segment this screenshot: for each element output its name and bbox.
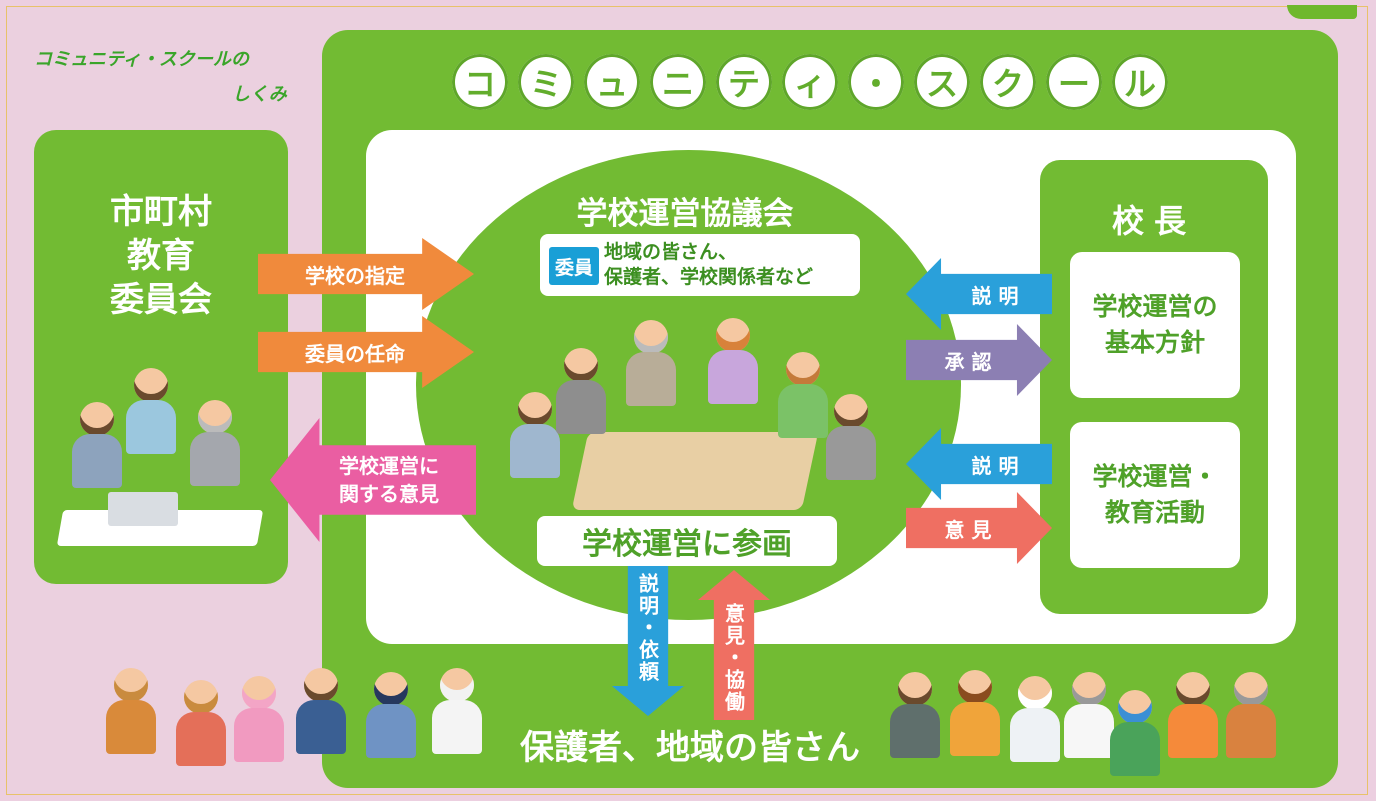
members-line: 保護者、学校関係者など [604, 266, 814, 288]
resident-illustration [366, 672, 416, 758]
designate-label: 学校の指定 [305, 263, 405, 288]
title-char: ィ [782, 54, 838, 110]
resident-illustration [1226, 672, 1276, 758]
main-title: コ ミ ュ ニ テ ィ ・ ス ク ー ル [452, 54, 1168, 110]
resident-illustration [1064, 672, 1114, 758]
council-member-illustration [826, 394, 876, 480]
policy-line: 学校運営の [1092, 292, 1218, 321]
opinion-label-line: 関する意見 [339, 482, 439, 506]
title-char: ク [980, 54, 1036, 110]
resident-illustration [234, 676, 284, 762]
title-char: コ [452, 54, 508, 110]
principal-title: 校長 [1111, 202, 1196, 240]
activity-line: 学校運営・ [1092, 462, 1218, 491]
resident-illustration [106, 668, 156, 754]
resident-illustration [1168, 672, 1218, 758]
title-char: ・ [848, 54, 904, 110]
corner-leaf-decoration [1287, 5, 1357, 19]
opinion-label-line: 学校運営に [339, 454, 439, 478]
title-char: テ [716, 54, 772, 110]
board-member-illustration [126, 368, 176, 454]
resident-illustration [890, 672, 940, 758]
approve-label: 承 認 [944, 349, 992, 374]
appoint-label: 委員の任命 [305, 341, 405, 366]
board-member-illustration [190, 400, 240, 486]
council-member-illustration [510, 392, 560, 478]
title-char: ミ [518, 54, 574, 110]
resident-illustration [1110, 690, 1160, 776]
residents-label: 保護者、地域の皆さん [520, 728, 860, 768]
council-member-illustration [556, 348, 606, 434]
title-char: ー [1046, 54, 1102, 110]
meeting-table-illustration [571, 432, 819, 510]
council-member-illustration [626, 320, 676, 406]
basic-policy-box: 学校運営の 基本方針 [1070, 252, 1240, 398]
subtitle-line1: コミュニティ・スクールの [34, 49, 249, 70]
opinion-collab-label: 意見・協働 [721, 603, 746, 713]
subtitle-line2: しくみ [232, 84, 287, 105]
explain-label: 説 明 [971, 283, 1019, 308]
council-member-illustration [778, 352, 828, 438]
education-activity-box: 学校運営・ 教育活動 [1070, 422, 1240, 568]
board-line: 委員会 [110, 280, 212, 320]
council-member-illustration [708, 318, 758, 404]
title-char: ル [1112, 54, 1168, 110]
title-char: ニ [650, 54, 706, 110]
board-line: 市町村 [110, 192, 212, 232]
title-char: ス [914, 54, 970, 110]
resident-illustration [176, 680, 226, 766]
policy-line: 基本方針 [1104, 328, 1205, 357]
resident-illustration [950, 670, 1000, 756]
activity-line: 教育活動 [1104, 498, 1205, 527]
resident-illustration [1010, 676, 1060, 762]
explain-label: 説 明 [971, 453, 1019, 478]
board-member-illustration [72, 402, 122, 488]
members-description: 地域の皆さん、 保護者、学校関係者など [604, 240, 813, 290]
title-char: ュ [584, 54, 640, 110]
laptop-illustration [108, 492, 178, 526]
opinion-label: 意 見 [944, 517, 992, 542]
members-badge: 委員 [549, 247, 599, 285]
board-line: 教育 [127, 236, 195, 276]
explain-request-label: 説明・依頼 [635, 573, 660, 683]
council-title: 学校運営協議会 [576, 196, 794, 232]
board-of-education-title: 市町村 教育 委員会 [34, 190, 288, 322]
members-line: 地域の皆さん、 [604, 241, 738, 263]
participate-label: 学校運営に参画 [537, 516, 837, 566]
resident-illustration [432, 668, 482, 754]
resident-illustration [296, 668, 346, 754]
